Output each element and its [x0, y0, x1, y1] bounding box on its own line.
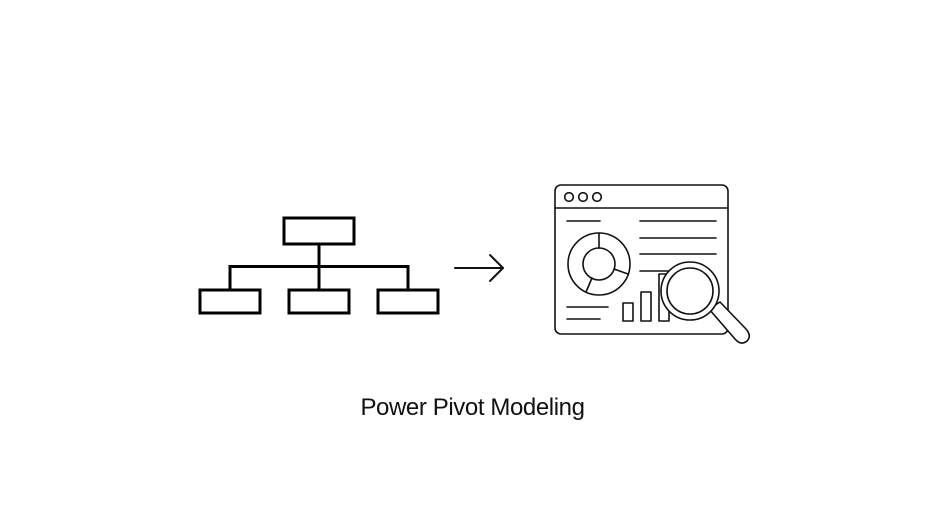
magnifying-glass-icon	[658, 261, 751, 344]
bar-chart-icon	[622, 291, 652, 322]
browser-window-frame	[554, 184, 729, 335]
browser-dashboard-with-magnifier-icon	[554, 184, 751, 344]
hierarchy-right-box	[376, 288, 440, 315]
hierarchy-left-box	[198, 288, 262, 315]
right-arrow-icon	[454, 254, 504, 282]
window-dot-3-icon	[591, 191, 603, 203]
window-dot-1-icon	[563, 191, 575, 203]
hierarchy-top-box	[282, 216, 356, 246]
hierarchy-org-chart-icon	[198, 216, 440, 315]
donut-chart-icon	[567, 232, 631, 296]
hierarchy-center-box	[287, 288, 351, 315]
window-dot-2-icon	[577, 191, 589, 203]
content-text-lines	[566, 220, 717, 320]
diagram-caption: Power Pivot Modeling	[360, 394, 585, 421]
